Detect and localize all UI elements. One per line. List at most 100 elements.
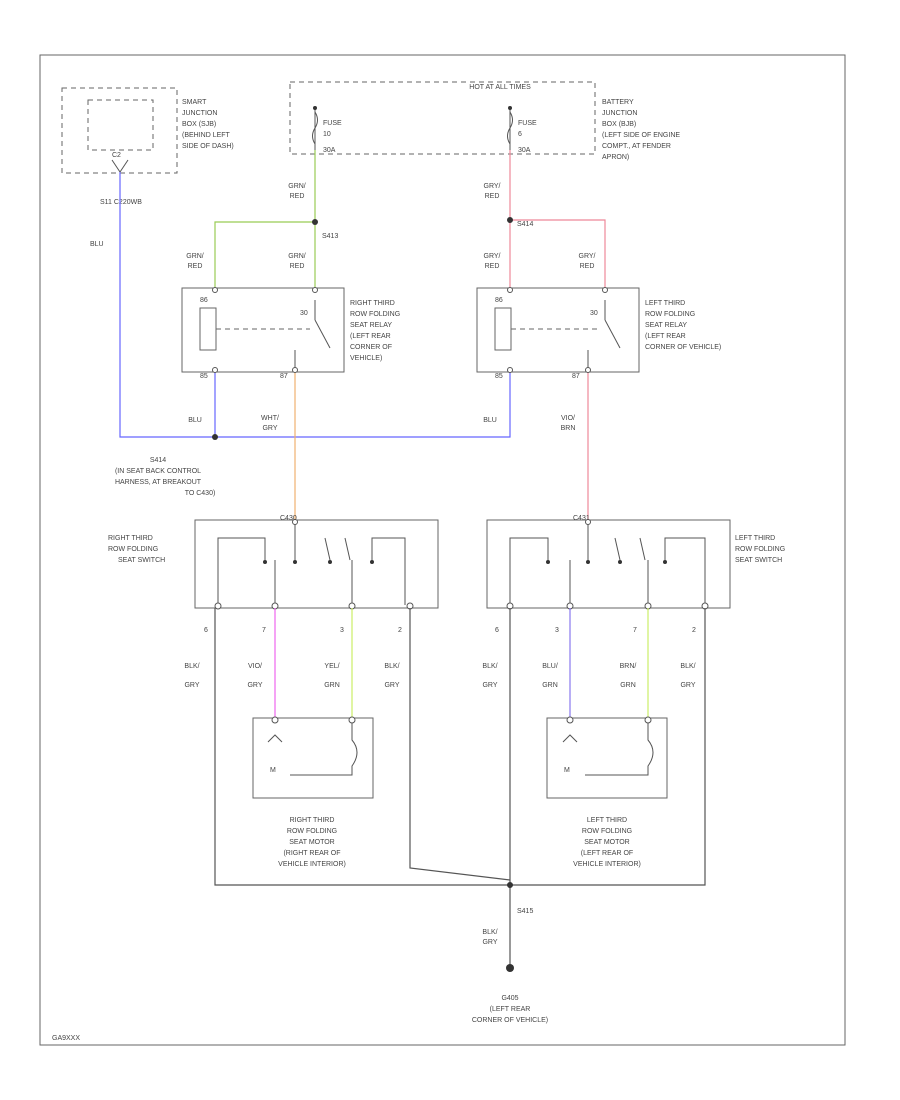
left-relay-label-4: (LEFT REAR (645, 333, 686, 340)
left-relay-label-2: ROW FOLDING (645, 311, 695, 318)
wire-label-yel-grn-1: YEL/ (324, 663, 339, 670)
wire-label-vio-brn-2: BRN (561, 425, 576, 432)
right-relay-pin-85: 85 (200, 373, 208, 380)
left-switch-pin-3: 3 (555, 627, 559, 634)
sjb-label-4: (BEHIND LEFT (182, 132, 231, 139)
wire-label-gry-red-c1: GRY/ (579, 253, 596, 260)
right-motor-label-1: RIGHT THIRD (290, 817, 335, 824)
left-relay-pin-87: 87 (572, 373, 580, 380)
wire-label-blu-grn-2: GRN (542, 682, 558, 689)
bjb-header: HOT AT ALL TIMES (469, 84, 531, 91)
right-switch-pin-6: 6 (204, 627, 208, 634)
wire-label-blk-gry-c2: GRY (482, 682, 497, 689)
right-switch-label-1: RIGHT THIRD (108, 535, 153, 542)
wire-label-grn-red-a1: GRN/ (288, 183, 306, 190)
left-switch-pin-7: 7 (633, 627, 637, 634)
right-relay-pin-86: 86 (200, 297, 208, 304)
splice-s415-dot (507, 882, 513, 888)
splice-s414-dot (507, 217, 513, 223)
sjb-ground-label: S11 C220WB (100, 199, 142, 206)
fuse-6-icon (507, 106, 513, 150)
fuse-10-rating: 30A (323, 147, 336, 154)
sjb-label-1: SMART (182, 99, 207, 106)
fuse-6-number: 6 (518, 131, 522, 138)
wire-label-grn-red-c2: RED (290, 263, 305, 270)
right-relay-label-4: (LEFT REAR (350, 333, 391, 340)
wire-label-grn-red-b1: GRN/ (186, 253, 204, 260)
wire-label-brn-grn-1: BRN/ (620, 663, 637, 670)
wire-label-brn-grn-2: GRN (620, 682, 636, 689)
right-switch-label-3: SEAT SWITCH (118, 557, 165, 564)
supply-wires (119, 150, 606, 520)
bjb-label-2: JUNCTION (602, 110, 637, 117)
left-motor-label-5: VEHICLE INTERIOR) (573, 861, 641, 868)
bjb-label-5: COMPT., AT FENDER (602, 143, 671, 150)
smart-junction-box: SMART JUNCTION BOX (SJB) (BEHIND LEFT SI… (61, 87, 234, 206)
splice-s414-mid-label: S414 (150, 457, 166, 464)
fuse-6-label: FUSE (518, 120, 537, 127)
left-relay-pin-85: 85 (495, 373, 503, 380)
left-third-row-switch (486, 519, 731, 610)
left-motor-symbol: M (564, 767, 570, 774)
left-relay-label-3: SEAT RELAY (645, 322, 687, 329)
wire-label-vio-gry-2: GRY (247, 682, 262, 689)
wire-label-blk-gry-d2: GRY (680, 682, 695, 689)
splice-s414-label: S414 (517, 221, 533, 228)
splice-s414-mid-desc-1: (IN SEAT BACK CONTROL (115, 468, 201, 475)
right-relay-pin-30: 30 (300, 310, 308, 317)
left-switch-label-3: SEAT SWITCH (735, 557, 782, 564)
splice-s414-mid-dot (212, 434, 218, 440)
sjb-cavity: C2 (112, 152, 121, 159)
bjb-label-4: (LEFT SIDE OF ENGINE (602, 132, 680, 139)
ground-g405-icon (506, 964, 514, 972)
wire-label-gry-red-a1: GRY/ (484, 183, 501, 190)
ground-label-3: CORNER OF VEHICLE) (472, 1017, 548, 1024)
wire-label-blu-b: BLU (188, 417, 202, 424)
right-motor-label-4: (RIGHT REAR OF (283, 850, 340, 857)
wire-label-vio-gry-1: VIO/ (248, 663, 262, 670)
wire-label-vio-brn-1: VIO/ (561, 415, 575, 422)
right-motor-symbol: M (270, 767, 276, 774)
right-relay-label-5: CORNER OF (350, 344, 392, 351)
splice-s414-mid-desc-3: TO C430) (185, 490, 216, 497)
right-switch-pin-2: 2 (398, 627, 402, 634)
splice-s415-label: S415 (517, 908, 533, 915)
right-motor-label-2: ROW FOLDING (287, 828, 337, 835)
left-motor-label-4: (LEFT REAR OF (581, 850, 633, 857)
bjb-label-6: APRON) (602, 154, 629, 161)
right-third-row-switch (194, 519, 439, 610)
bjb-label-3: BOX (BJB) (602, 121, 636, 128)
fuse-10-number: 10 (323, 131, 331, 138)
left-switch-connector: C431 (573, 515, 590, 522)
bjb-label-1: BATTERY (602, 99, 634, 106)
ground-label-1: G405 (501, 995, 518, 1002)
left-relay-pin-30: 30 (590, 310, 598, 317)
wire-label-blk-gry-b1: BLK/ (384, 663, 399, 670)
figure-code: GA9XXX (52, 1035, 80, 1042)
wire-label-blk-gry-a2: GRY (184, 682, 199, 689)
left-switch-pin-2: 2 (692, 627, 696, 634)
splice-s414-mid-desc-2: HARNESS, AT BREAKOUT (115, 479, 202, 486)
wire-label-gry-red-b1: GRY/ (484, 253, 501, 260)
right-switch-pin-3: 3 (340, 627, 344, 634)
wire-label-blk-gry-b2: GRY (384, 682, 399, 689)
wire-label-grn-red-a2: RED (290, 193, 305, 200)
wire-label-yel-grn-2: GRN (324, 682, 340, 689)
right-motor-label-5: VEHICLE INTERIOR) (278, 861, 346, 868)
wire-label-gry-red-c2: RED (580, 263, 595, 270)
wire-label-blu-c: BLU (483, 417, 497, 424)
splice-s413-dot (312, 219, 318, 225)
wire-label-grn-red-c1: GRN/ (288, 253, 306, 260)
left-switch-label-2: ROW FOLDING (735, 546, 785, 553)
left-switch-label-1: LEFT THIRD (735, 535, 775, 542)
splice-s413-label: S413 (322, 233, 338, 240)
diagram-frame (39, 54, 846, 1046)
left-third-row-relay: 86 30 85 87 (476, 287, 640, 380)
right-relay-label-6: VEHICLE) (350, 355, 382, 362)
right-switch-pin-7: 7 (262, 627, 266, 634)
left-switch-pin-6: 6 (495, 627, 499, 634)
wire-label-blk-gry-c1: BLK/ (482, 663, 497, 670)
right-third-row-motor (252, 716, 374, 799)
wire-label-blu-a: BLU (90, 241, 104, 248)
